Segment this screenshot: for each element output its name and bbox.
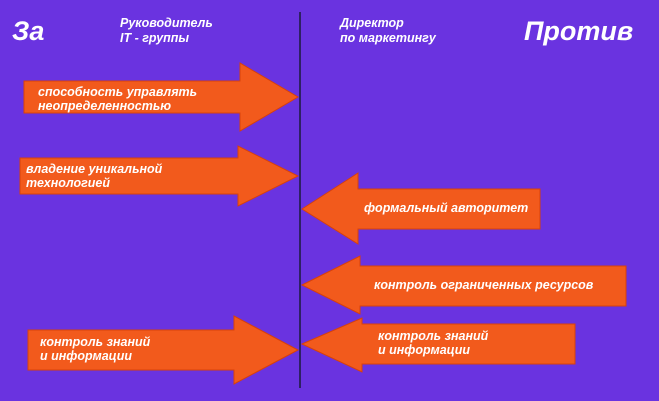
- arrow-against-3: [300, 317, 576, 373]
- arrow-against-1: [301, 172, 541, 245]
- arrow-against-1-label: формальный авторитет: [364, 201, 529, 215]
- arrow-for-2: [19, 145, 300, 207]
- arrow-for-2-label: владение уникальной технологией: [26, 162, 163, 190]
- arrow-against-2: [300, 255, 627, 315]
- arrow-for-3: [27, 315, 300, 385]
- arrow-for-1-label: способность управлять неопределенностью: [38, 85, 198, 113]
- arrow-for-3-label: контроль знаний и информации: [40, 335, 151, 363]
- for-title: За: [12, 16, 45, 46]
- arrow-against-3-label: контроль знаний и информации: [378, 329, 489, 357]
- against-title: Против: [524, 16, 634, 46]
- arrow-against-2-label: контроль ограниченных ресурсов: [374, 278, 594, 292]
- marketing-director-role-label: Директор по маркетингу: [340, 16, 436, 45]
- it-lead-role-label: Руководитель IT - группы: [120, 16, 213, 45]
- arrow-for-1: [23, 62, 299, 132]
